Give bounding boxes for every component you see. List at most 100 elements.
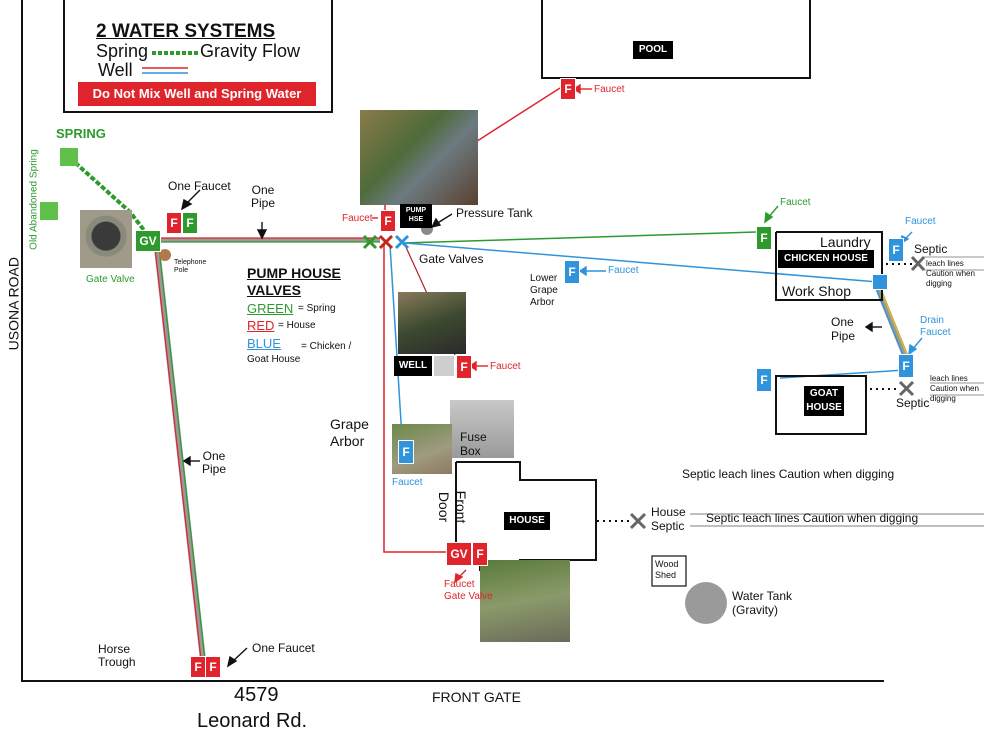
pump-valves-title: PUMP HOUSE VALVES <box>247 265 341 298</box>
house-faucet-photo <box>480 560 570 642</box>
valve-marks <box>362 234 410 250</box>
usona-road-label: USONA ROAD <box>5 257 22 351</box>
lower-arbor-label: Lower Grape Arbor <box>530 273 558 308</box>
chicken-leach-caution: leach lines Caution when digging <box>926 259 975 288</box>
house-label: HOUSE <box>504 512 550 530</box>
valves-blue-key: BLUE <box>247 336 281 351</box>
house-septic-note: Septic leach lines Caution when digging <box>706 511 919 525</box>
legend-box <box>63 0 333 113</box>
gate-valves-label: Gate Valves <box>419 252 484 266</box>
fuse-box-label: Fuse Box <box>460 430 487 458</box>
spring-source-marker <box>60 148 78 166</box>
spring-gate-valve: GV <box>135 230 161 252</box>
one-faucet-top-label: One Faucet <box>168 179 231 193</box>
legend-well-label: Well <box>98 60 133 80</box>
laundry-faucet-green: F <box>756 226 772 250</box>
laundry-faucet-green-label: Faucet <box>780 197 811 208</box>
septic-x-marks <box>629 255 926 530</box>
house-faucet: F <box>472 542 488 566</box>
address-number: 4579 <box>234 684 279 706</box>
property-border <box>21 0 884 682</box>
chicken-house-label: CHICKEN HOUSE <box>778 250 874 268</box>
pump-house-label: PUMP HSE <box>400 204 432 228</box>
legend-gravity-label: Gravity Flow <box>200 41 301 61</box>
wood-shed-label: Wood Shed <box>655 559 679 580</box>
side-pipe <box>154 247 206 661</box>
grape-arbor-faucet: F <box>398 440 414 464</box>
lower-arbor-faucet-label: Faucet <box>608 265 639 276</box>
chicken-faucet-blue-label: Faucet <box>905 216 936 227</box>
blue-arrows <box>578 231 923 356</box>
water-tank-circle <box>685 582 727 624</box>
drain-faucet: F <box>898 354 914 378</box>
valves-green-key: GREEN <box>247 301 294 316</box>
blue-arbor-line <box>389 244 403 439</box>
house-septic-label: House Septic <box>651 505 686 533</box>
valves-blue-value: = Chicken / Goat House <box>247 341 352 365</box>
one-pipe-side-label: One Pipe <box>202 449 227 477</box>
legend-warning: Do Not Mix Well and Spring Water <box>78 82 316 106</box>
lower-arbor-faucet: F <box>564 260 580 284</box>
grape-arbor-faucet-label: Faucet <box>392 477 423 488</box>
chicken-pipe-joint <box>872 274 888 290</box>
gate-valve-label: Gate Valve <box>86 274 135 285</box>
gate-valve-photo <box>80 210 132 268</box>
well-photo <box>398 292 466 354</box>
pool-box <box>541 0 811 79</box>
chicken-septic-label: Septic <box>914 242 948 256</box>
trough-faucet-red-2: F <box>205 656 221 678</box>
work-shop-label: Work Shop <box>782 283 851 299</box>
grape-arbor-label: Grape Arbor <box>330 416 369 449</box>
goat-house-label: GOAT HOUSE <box>804 386 844 416</box>
house-gate-valve: GV <box>446 542 472 566</box>
old-spring-marker <box>40 202 58 220</box>
chicken-faucet-blue: F <box>888 238 904 262</box>
goat-leach-caution: leach lines Caution when digging <box>930 374 979 403</box>
pump-faucet-label: Faucet <box>342 213 373 224</box>
blue-chicken-line <box>404 242 879 283</box>
red-house-line <box>383 245 452 553</box>
one-faucet-bottom-label: One Faucet <box>252 641 315 655</box>
old-spring-label: Old Abandoned Spring <box>28 149 40 250</box>
front-gate-label: FRONT GATE <box>432 689 521 705</box>
valves-green-value: = Spring <box>298 303 336 314</box>
valves-red-value: = House <box>278 320 316 331</box>
goat-house-outline <box>775 375 867 435</box>
green-arrows <box>764 205 779 224</box>
main-top-pipe <box>160 237 380 243</box>
pressure-tank-label: Pressure Tank <box>456 206 533 220</box>
front-door-label: Front Door <box>436 490 469 524</box>
right-pipe <box>875 286 908 357</box>
one-pipe-right-label: One Pipe <box>831 315 856 343</box>
goat-septic-label: Septic <box>896 396 930 410</box>
valves-red-key: RED <box>247 318 275 333</box>
drain-faucet-label: Drain Faucet <box>920 315 951 338</box>
top-faucet-red: F <box>166 212 182 234</box>
water-tank-label: Water Tank (Gravity) <box>732 589 793 617</box>
chicken-house-outline <box>775 231 883 301</box>
address-street: Leonard Rd. <box>197 710 308 732</box>
legend-spring-label: Spring <box>96 41 149 61</box>
wood-shed-outline <box>651 555 687 587</box>
pool-faucet: F <box>560 78 576 100</box>
red-arrows <box>372 83 592 584</box>
horse-trough-label: Horse Trough <box>98 642 136 670</box>
well-gray-block <box>434 356 454 376</box>
telephone-pole <box>159 249 171 261</box>
well-faucet: F <box>456 355 472 379</box>
pump-house-photo <box>360 110 478 205</box>
laundry-label: Laundry <box>820 234 871 250</box>
pump-faucet: F <box>380 210 396 232</box>
septic-note-top: Septic leach lines Caution when digging <box>682 467 895 481</box>
legend-title: 2 WATER SYSTEMS <box>96 21 276 42</box>
telephone-pole-label: Telephone Pole <box>174 259 207 274</box>
pool-faucet-label: Faucet <box>594 84 625 95</box>
house-faucet-gate-valve-label: Faucet Gate Valve <box>444 579 493 602</box>
trough-faucet-red: F <box>190 656 206 678</box>
well-label: WELL <box>394 356 432 376</box>
spring-label: SPRING <box>56 126 106 141</box>
top-faucet-green: F <box>182 212 198 234</box>
pool-label: POOL <box>633 41 673 59</box>
fuse-box-photo <box>450 400 514 458</box>
one-pipe-top-label: One Pipe <box>251 183 276 211</box>
